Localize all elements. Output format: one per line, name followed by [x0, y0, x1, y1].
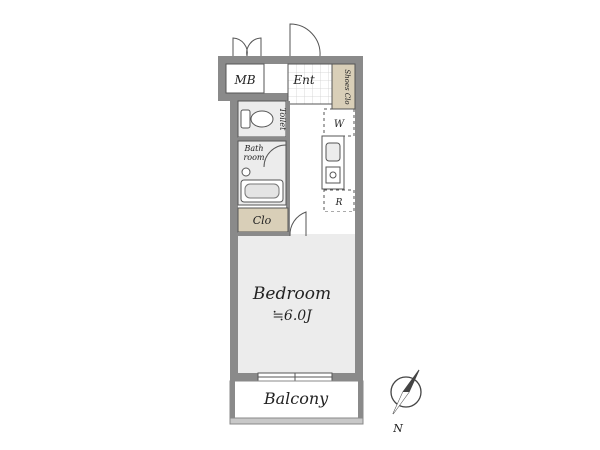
bedroom: Bedroom ≒6.0J [238, 212, 355, 373]
mb-room: MB [225, 63, 265, 94]
clo-label: Clo [253, 214, 272, 227]
sink-icon [325, 142, 341, 162]
toilet-icon [240, 109, 274, 129]
washbasin-icon [241, 167, 251, 177]
bedroom-size: ≒6.0J [272, 308, 313, 324]
bedroom-door-icon [289, 211, 307, 237]
compass-north-label: N [392, 422, 403, 435]
balcony: Balcony [229, 380, 364, 425]
closet: Clo [237, 207, 289, 233]
shoes-closet: Shoes Clo [331, 63, 356, 110]
refrigerator-space: R [323, 189, 355, 213]
entrance-room: Ent [287, 63, 333, 105]
ent-label: Ent [292, 73, 314, 87]
balcony-window [257, 372, 333, 382]
shoes-clo-label: Shoes Clo [343, 69, 351, 104]
bath-label-1: Bath [243, 144, 263, 153]
stove-icon [325, 166, 341, 184]
mb-label: MB [233, 73, 255, 87]
toilet-label: Toilet [278, 108, 287, 131]
toilet-room: Toilet [237, 100, 287, 138]
bath-label-2: room [243, 153, 264, 162]
bedroom-label: Bedroom [252, 284, 331, 304]
w-label: W [334, 119, 345, 130]
bathroom: Bath room [237, 140, 287, 206]
balcony-label: Balcony [263, 389, 329, 408]
mb-door-icon [232, 37, 262, 57]
kitchen-counter [321, 135, 345, 190]
compass-icon [390, 369, 422, 415]
entrance-door-icon [289, 23, 321, 57]
washer-space: W [323, 108, 355, 137]
bath-door-icon [263, 144, 287, 168]
r-label: R [335, 198, 343, 208]
bathtub-icon [240, 179, 284, 203]
